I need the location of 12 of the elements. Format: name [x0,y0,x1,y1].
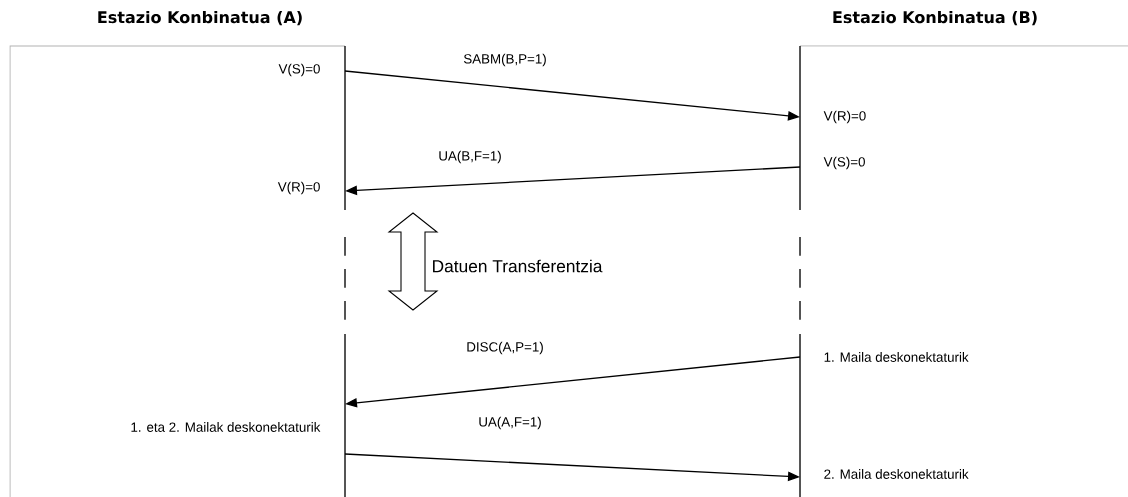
state-label: V(S)=0 [823,156,865,170]
edge-label: UA(B,F=1) [439,150,501,164]
edge-label: UA(A,F=1) [479,416,541,430]
state-label: V(S)=0 [278,63,320,77]
state-label: V(R)=0 [277,181,320,195]
edge-label: DISC(A,P=1) [467,341,543,355]
status-label: 1. eta 2. Mailak deskonektaturik [131,422,321,432]
status-label: 1. Maila deskonektaturik [824,352,969,362]
state-label: V(R)=0 [823,110,866,124]
transfer-label: Datuen Transferentzia [433,259,603,273]
edge-label: SABM(B,P=1) [463,53,546,67]
status-label: 2. Maila deskonektaturik [824,469,969,479]
